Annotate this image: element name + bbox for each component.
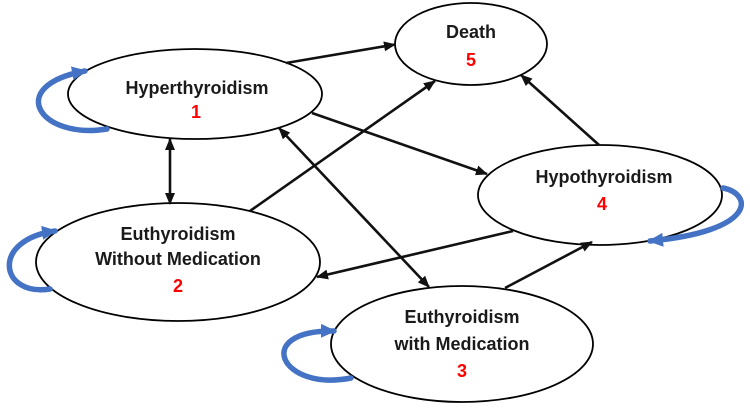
- node-hyperthyroidism-label: Hyperthyroidism: [125, 78, 268, 98]
- node-death-number: 5: [466, 50, 476, 70]
- node-hypothyroidism-label: Hypothyroidism: [535, 167, 672, 187]
- node-hypothyroidism-ellipse: [477, 144, 723, 246]
- node-euthyroidism-without-medication-label-line1: Euthyroidism: [120, 224, 235, 244]
- node-euthyroidism-with-medication-ellipse: [330, 285, 594, 403]
- node-euthyroidism-with-medication-label-line2: with Medication: [394, 334, 530, 354]
- node-death-ellipse: [394, 2, 548, 86]
- self-loop-arrows: [6, 66, 745, 383]
- nodes: [35, 2, 723, 403]
- node-death-label: Death: [446, 22, 496, 42]
- edge-hyperthyroidism-euthyroidism-with-medication-bidirectional: [278, 127, 430, 288]
- self-loop-hypothyroidism: [647, 185, 745, 247]
- edge-hyperthyroidism-to-hypothyroidism: [311, 111, 488, 176]
- node-hypothyroidism-number: 4: [597, 194, 607, 214]
- node-hyperthyroidism-number: 1: [191, 102, 201, 122]
- self-loop-euthyroidism-without-medication: [6, 225, 58, 293]
- edge-euthyroidism-with-medication-to-hypothyroidism: [504, 240, 593, 290]
- edge-hypothyroidism-to-euthyroidism-without-medication: [316, 229, 514, 280]
- node-euthyroidism-with-medication-label-line1: Euthyroidism: [404, 307, 519, 327]
- edge-hyperthyroidism-to-death: [285, 41, 396, 65]
- node-labels: Hyperthyroidism 1 Euthyroidism Without M…: [95, 22, 672, 381]
- self-loop-euthyroidism-with-medication: [281, 323, 354, 383]
- transition-arrows: [165, 41, 600, 290]
- node-euthyroidism-with-medication-number: 3: [457, 361, 467, 381]
- self-loop-hyperthyroidism: [35, 66, 110, 134]
- edge-hypothyroidism-to-death: [520, 74, 600, 146]
- node-euthyroidism-without-medication-number: 2: [173, 276, 183, 296]
- node-hyperthyroidism-ellipse: [67, 48, 323, 140]
- node-euthyroidism-without-medication-label-line2: Without Medication: [95, 249, 261, 269]
